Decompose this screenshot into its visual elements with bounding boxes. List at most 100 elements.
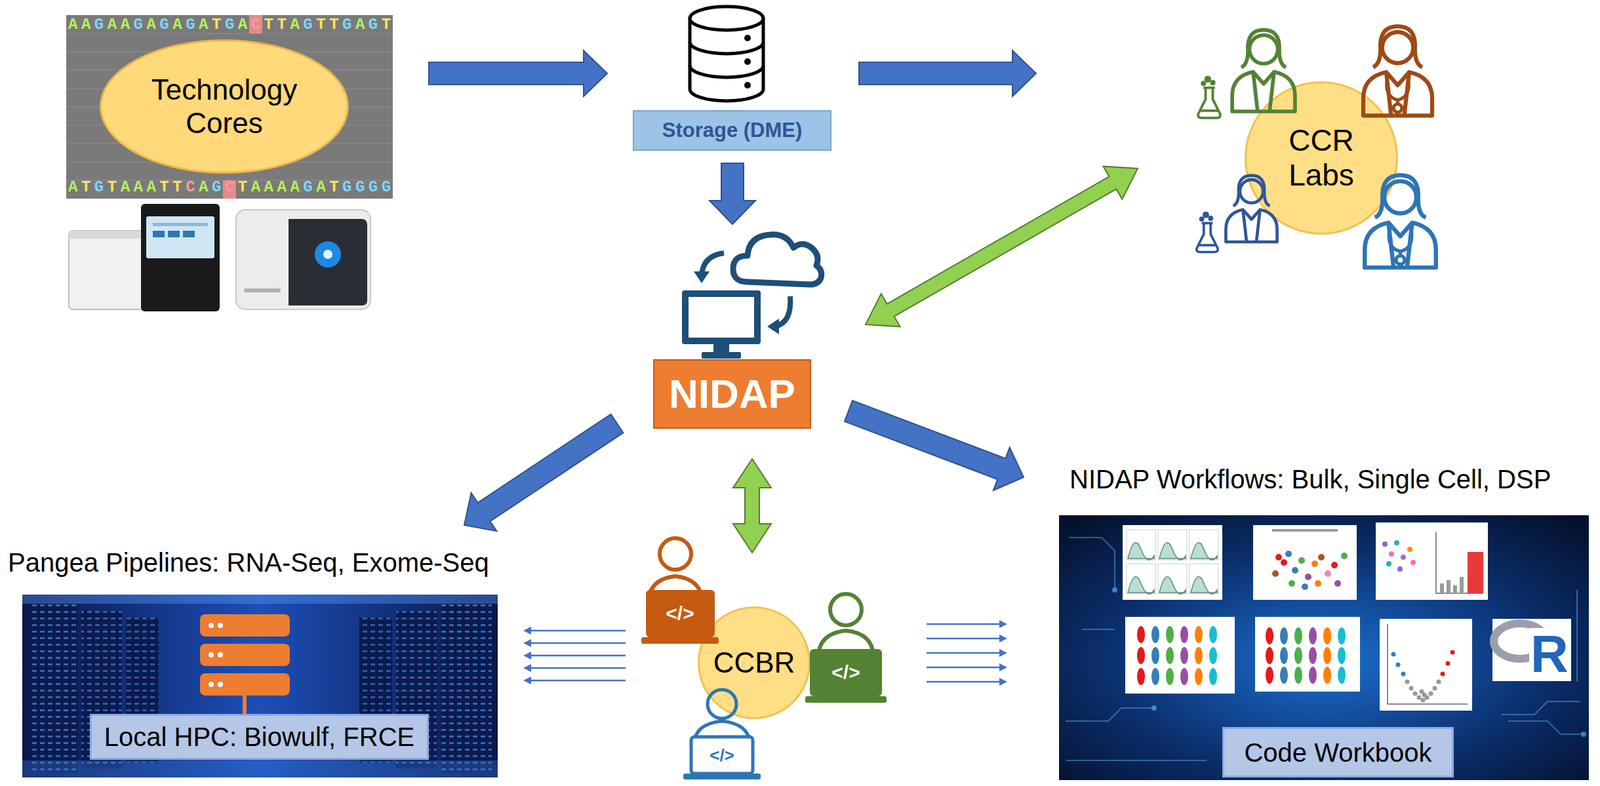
dna-base: G: [224, 15, 239, 34]
plot-thumbnail: [1253, 525, 1357, 600]
dna-grid-part: [66, 15, 393, 199]
cloud-computer-icon-part: [693, 271, 710, 284]
server-room-panel-part: [22, 760, 498, 778]
plot-thumbnail-part: [1334, 580, 1341, 587]
plot-thumbnail-part: [1265, 627, 1346, 645]
dna-base: A: [172, 15, 186, 34]
plot-thumbnail-part: [1440, 583, 1444, 594]
dna-base: A: [289, 15, 303, 34]
sequencer-instrument-part: [152, 222, 208, 227]
ccbr-circle: CCBR: [697, 606, 811, 720]
coder-icon: [683, 689, 761, 780]
dna-base: G: [94, 178, 108, 197]
plot-thumbnail-part: [1275, 554, 1282, 561]
panel-heading: NIDAP Workflows: Bulk, Single Cell, DSP: [1069, 464, 1551, 495]
dna-base: A: [316, 178, 330, 197]
thin-arrow-group: [523, 626, 626, 685]
dna-base: A: [277, 178, 291, 197]
scientist-icon: [1196, 175, 1278, 253]
coder-icon-part: [693, 721, 751, 745]
plot-thumbnail-part: [1253, 525, 1357, 600]
dna-base: A: [68, 15, 82, 34]
plot-thumbnail: [1255, 617, 1360, 692]
blue-block-arrow: [709, 163, 756, 225]
coder-icon-part: [805, 696, 887, 703]
node-label: CCR Labs: [1278, 123, 1364, 193]
r-logo-letter: R: [1529, 628, 1570, 681]
server-room-panel-part: [217, 652, 223, 658]
dna-base: C: [224, 178, 239, 197]
coder-icon-part: [641, 637, 719, 644]
dna-base: G: [368, 15, 382, 34]
dna-base: A: [251, 178, 265, 197]
dna-base: T: [277, 15, 291, 34]
server-room-panel-part: [22, 594, 498, 778]
sequencer-instrument-part: [140, 203, 220, 312]
blue-block-arrow: [464, 414, 623, 532]
thin-arrow-line: [926, 681, 1000, 684]
plot-thumbnail-part: [1265, 647, 1346, 665]
scientist-icon-part: [1198, 76, 1221, 118]
ccr-labs-circle: CCR Labs: [1244, 81, 1399, 235]
workflows-panel: NIDAP Workflows: Bulk, Single Cell, DSPC…: [1055, 459, 1594, 781]
coder-icon-part: [645, 590, 715, 638]
dna-base: A: [198, 178, 212, 197]
server-room-panel: [22, 594, 498, 778]
plot-thumbnail-part: [1285, 550, 1292, 558]
dna-base: A: [120, 15, 134, 34]
dna-base: A: [264, 178, 278, 197]
sequencer-instrument: [68, 203, 220, 312]
dna-base: G: [342, 15, 356, 34]
sequencer-instrument-part: [323, 249, 333, 260]
plot-thumbnail-part: [1379, 619, 1473, 711]
dna-grid: [66, 15, 393, 199]
thin-arrow-line: [926, 652, 1000, 655]
dna-base: A: [120, 178, 134, 197]
node-label: Local HPC: Biowulf, FRCE: [104, 721, 415, 753]
panel-heading: Pangea Pipelines: RNA-Seq, Exome-Seq: [7, 547, 490, 578]
blue-block-arrow: [844, 400, 1024, 491]
coder-icon-part: [830, 594, 862, 626]
plot-thumbnail-part: [1272, 570, 1279, 578]
plot-thumbnail-part: [1417, 695, 1422, 701]
green-block-arrow: [865, 166, 1138, 328]
server-room-panel-part: [28, 604, 78, 774]
plot-thumbnail-part: [1272, 529, 1338, 532]
scientist-icon: [1198, 30, 1296, 119]
workflow-panel-background: [1059, 515, 1589, 781]
coder-icon-part: [818, 630, 874, 656]
plot-thumbnail-part: [1137, 647, 1218, 665]
dna-base: A: [198, 15, 212, 34]
server-room-panel-part: [200, 643, 290, 667]
dna-sequence: AAGAAGAGAGATGACTTAGTTGAGT: [68, 17, 395, 33]
local-hpc-box: Local HPC: Biowulf, FRCE: [89, 714, 429, 760]
dna-base: A: [238, 15, 252, 34]
sequencer-instrument-part: [152, 230, 165, 238]
dna-base: G: [185, 15, 199, 34]
dna-base: A: [68, 178, 82, 197]
plot-thumbnail-part: [1304, 573, 1312, 581]
sequencer-instrument-part: [68, 230, 148, 239]
plot-thumbnail-part: [1410, 560, 1416, 566]
dna-base: G: [302, 15, 317, 34]
cloud-computer-icon-part: [713, 343, 730, 354]
plot-thumbnail-part: [1127, 542, 1218, 595]
coder-icon-part: [809, 649, 882, 697]
node-label: Storage (DME): [662, 118, 803, 143]
dna-base: A: [146, 15, 160, 34]
server-room-panel-part: [242, 695, 247, 715]
server-room-panel-part: [217, 681, 223, 688]
server-room-panel-part: [28, 604, 78, 774]
thin-arrow-line: [531, 667, 626, 670]
database-icon-part: [744, 34, 751, 42]
coder-icon-part: [659, 538, 692, 570]
dna-base: T: [329, 178, 343, 197]
code-symbol: </>: [831, 662, 860, 683]
arrow-head: [999, 678, 1008, 686]
database-icon-part: [689, 41, 764, 78]
database-icon-part: [744, 81, 751, 89]
plot-thumbnail: [1122, 525, 1223, 600]
thin-arrow-line: [926, 638, 1000, 640]
dna-base: G: [342, 178, 356, 197]
